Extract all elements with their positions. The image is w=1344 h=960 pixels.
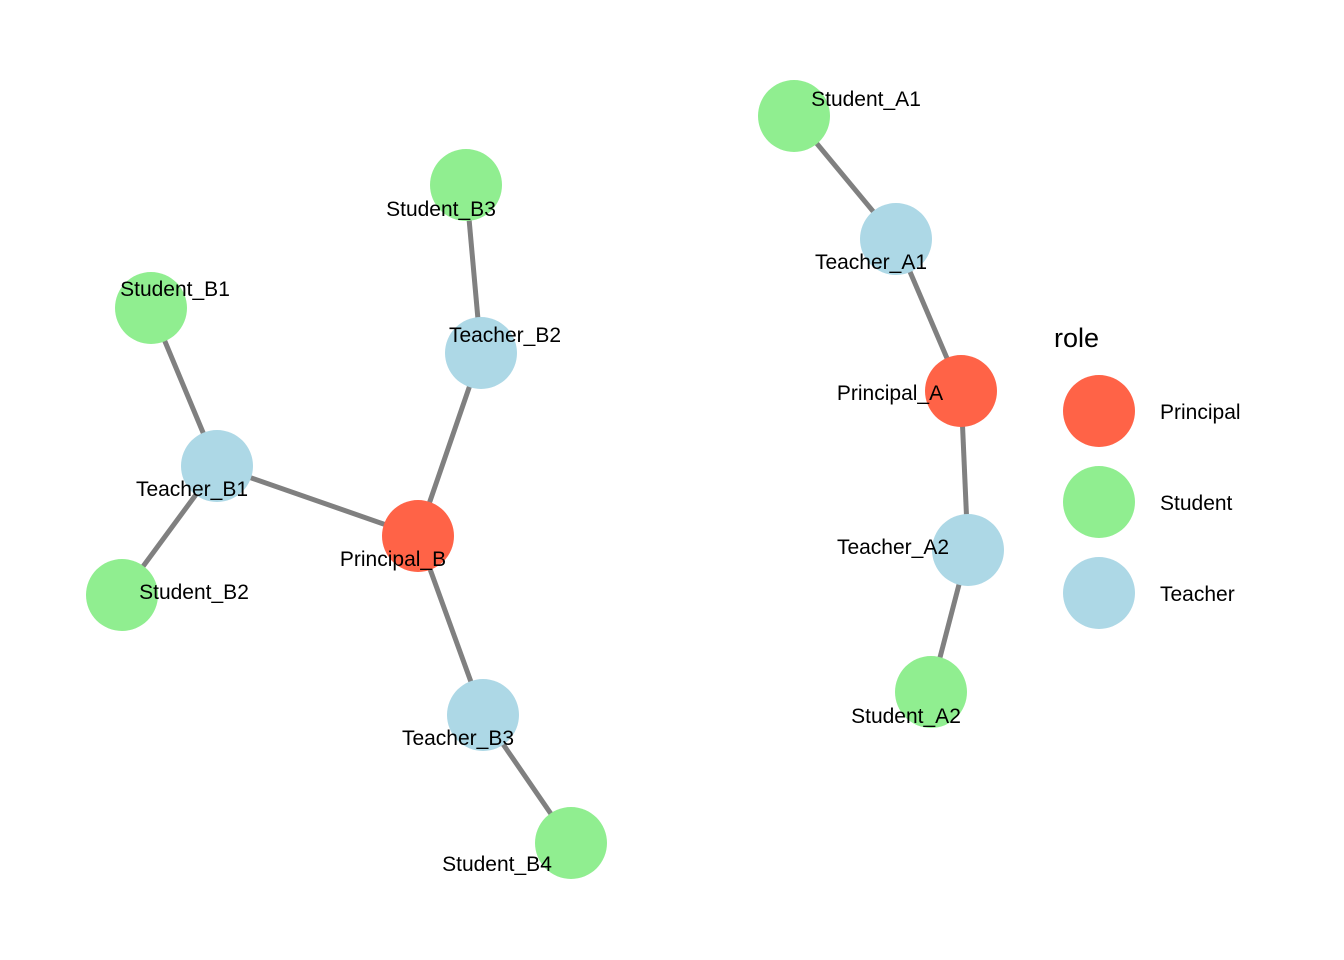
legend-label-teacher: Teacher	[1160, 583, 1235, 606]
legend-title: role	[1054, 323, 1099, 353]
node-principal-a	[925, 355, 997, 427]
node-label-teacher-b1: Teacher_B1	[136, 478, 248, 501]
node-student-b2	[86, 559, 158, 631]
node-teacher-a2	[932, 514, 1004, 586]
node-teacher-b1	[181, 430, 253, 502]
node-student-a2	[895, 656, 967, 728]
node-label-teacher-a2: Teacher_A2	[837, 536, 949, 559]
node-teacher-b2	[445, 317, 517, 389]
legend-label-principal: Principal	[1160, 401, 1241, 424]
legend-swatch-teacher	[1063, 557, 1135, 629]
node-student-a1	[758, 80, 830, 152]
node-label-student-a1: Student_A1	[811, 88, 921, 111]
nodes-layer	[86, 80, 1004, 879]
node-teacher-b3	[447, 679, 519, 751]
legend-label-student: Student	[1160, 492, 1233, 515]
node-label-teacher-b3: Teacher_B3	[402, 727, 514, 750]
node-student-b1	[115, 272, 187, 344]
node-teacher-a1	[860, 203, 932, 275]
legend-swatch-student	[1063, 466, 1135, 538]
node-principal-b	[382, 500, 454, 572]
node-label-teacher-a1: Teacher_A1	[815, 251, 927, 274]
node-label-principal-b: Principal_B	[340, 548, 446, 571]
node-label-principal-a: Principal_A	[837, 382, 943, 405]
node-label-student-b3: Student_B3	[386, 198, 496, 221]
node-student-b4	[535, 807, 607, 879]
node-label-student-b4: Student_B4	[442, 853, 552, 876]
legend-swatch-principal	[1063, 375, 1135, 447]
node-label-teacher-b2: Teacher_B2	[449, 324, 561, 347]
node-label-student-a2: Student_A2	[851, 705, 961, 728]
node-label-student-b1: Student_B1	[120, 278, 230, 301]
node-label-student-b2: Student_B2	[139, 581, 249, 604]
node-student-b3	[430, 149, 502, 221]
